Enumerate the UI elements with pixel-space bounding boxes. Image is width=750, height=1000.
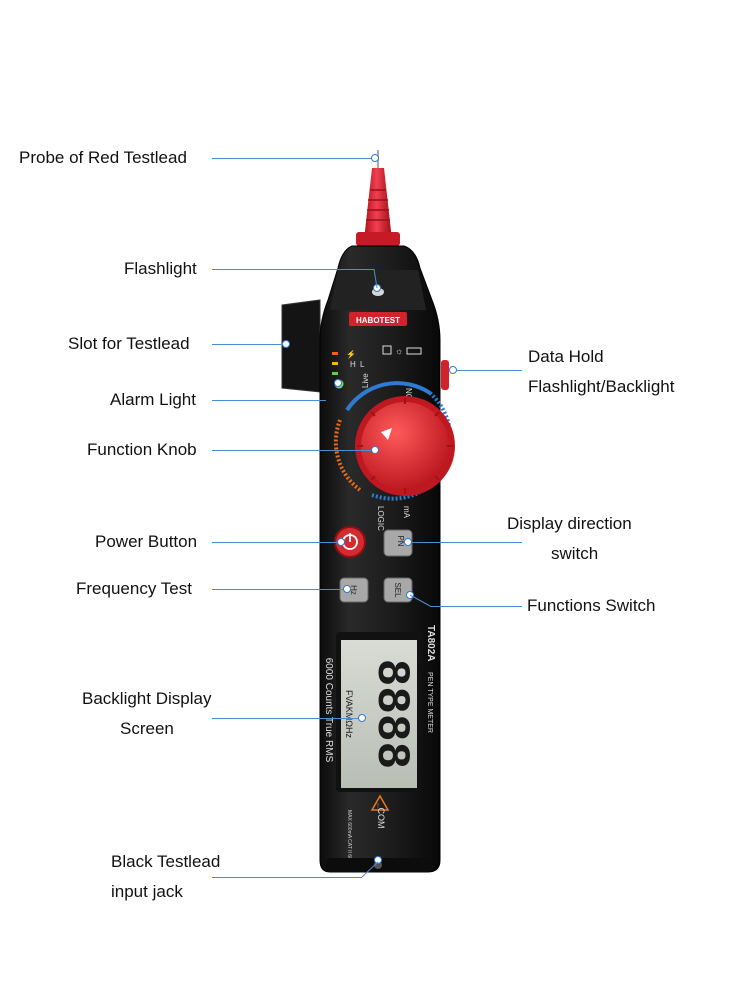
svg-text:TA802A: TA802A xyxy=(425,625,436,662)
leader-slot xyxy=(212,344,284,345)
callout-functions-switch: Functions Switch xyxy=(527,596,656,615)
svg-text:COM: COM xyxy=(376,808,386,829)
callout-knob: Function Knob xyxy=(87,440,197,459)
callout-flashlight: Flashlight xyxy=(124,259,197,278)
red-probe xyxy=(356,150,400,246)
leader-alarm xyxy=(212,400,326,401)
callout-probe: Probe of Red Testlead xyxy=(19,148,187,167)
dot-alarm xyxy=(334,379,342,387)
dot-display xyxy=(358,714,366,722)
callout-black-jack-2: input jack xyxy=(111,882,183,901)
svg-text:Hz: Hz xyxy=(349,585,358,595)
svg-text:H: H xyxy=(350,360,356,369)
svg-text:LOGIC: LOGIC xyxy=(376,506,385,531)
svg-text:Live: Live xyxy=(361,373,370,388)
callout-power: Power Button xyxy=(95,532,198,551)
dot-probe xyxy=(371,154,379,162)
dot-jack xyxy=(374,856,382,864)
callout-backlight-display: Backlight Display xyxy=(82,689,212,708)
leader-data-hold xyxy=(456,370,522,371)
svg-text:MAX 600mA CAT II 600V: MAX 600mA CAT II 600V xyxy=(346,810,352,867)
function-knob xyxy=(355,396,455,496)
lcd-digits: 8888 xyxy=(365,659,417,769)
callout-backlight-display-2: Screen xyxy=(120,719,174,738)
svg-text:6000 Counts True RMS: 6000 Counts True RMS xyxy=(323,658,334,763)
callout-data-hold-2: Flashlight/Backlight xyxy=(528,377,675,396)
svg-text:⚡: ⚡ xyxy=(346,349,356,359)
leader-power xyxy=(212,542,340,543)
svg-text:mA: mA xyxy=(402,506,411,519)
svg-text:!: ! xyxy=(377,803,379,810)
dot-slot xyxy=(282,340,290,348)
dot-functions xyxy=(406,591,414,599)
callout-direction: Display direction xyxy=(507,514,632,533)
dot-direction xyxy=(404,538,412,546)
callout-data-hold: Data Hold xyxy=(528,347,604,366)
callout-direction-2: switch xyxy=(551,544,599,563)
dot-frequency xyxy=(343,585,351,593)
svg-text:PEN TYPE METER: PEN TYPE METER xyxy=(426,672,433,733)
svg-text:L: L xyxy=(360,360,365,369)
callout-alarm: Alarm Light xyxy=(110,390,196,409)
dot-knob xyxy=(371,446,379,454)
leader-display xyxy=(212,718,362,719)
leader-jack xyxy=(212,877,362,878)
leader-frequency xyxy=(212,589,346,590)
svg-text:FVAKMΩHz: FVAKMΩHz xyxy=(344,690,354,739)
leader-direction xyxy=(410,542,522,543)
leader-functions xyxy=(430,606,522,607)
dot-data-hold xyxy=(449,366,457,374)
leader-probe xyxy=(212,158,374,159)
leader-flashlight xyxy=(212,269,374,270)
svg-text:☼: ☼ xyxy=(395,346,403,356)
callout-black-jack: Black Testlead xyxy=(111,852,221,871)
callout-frequency: Frequency Test xyxy=(76,579,192,598)
dot-power xyxy=(337,538,345,546)
leader-knob xyxy=(212,450,374,451)
svg-text:PN: PN xyxy=(396,535,405,546)
callout-slot: Slot for Testlead xyxy=(68,334,190,353)
svg-text:SEL: SEL xyxy=(393,582,402,598)
dot-flashlight xyxy=(373,284,381,292)
brand-label: HABOTEST xyxy=(356,316,400,325)
